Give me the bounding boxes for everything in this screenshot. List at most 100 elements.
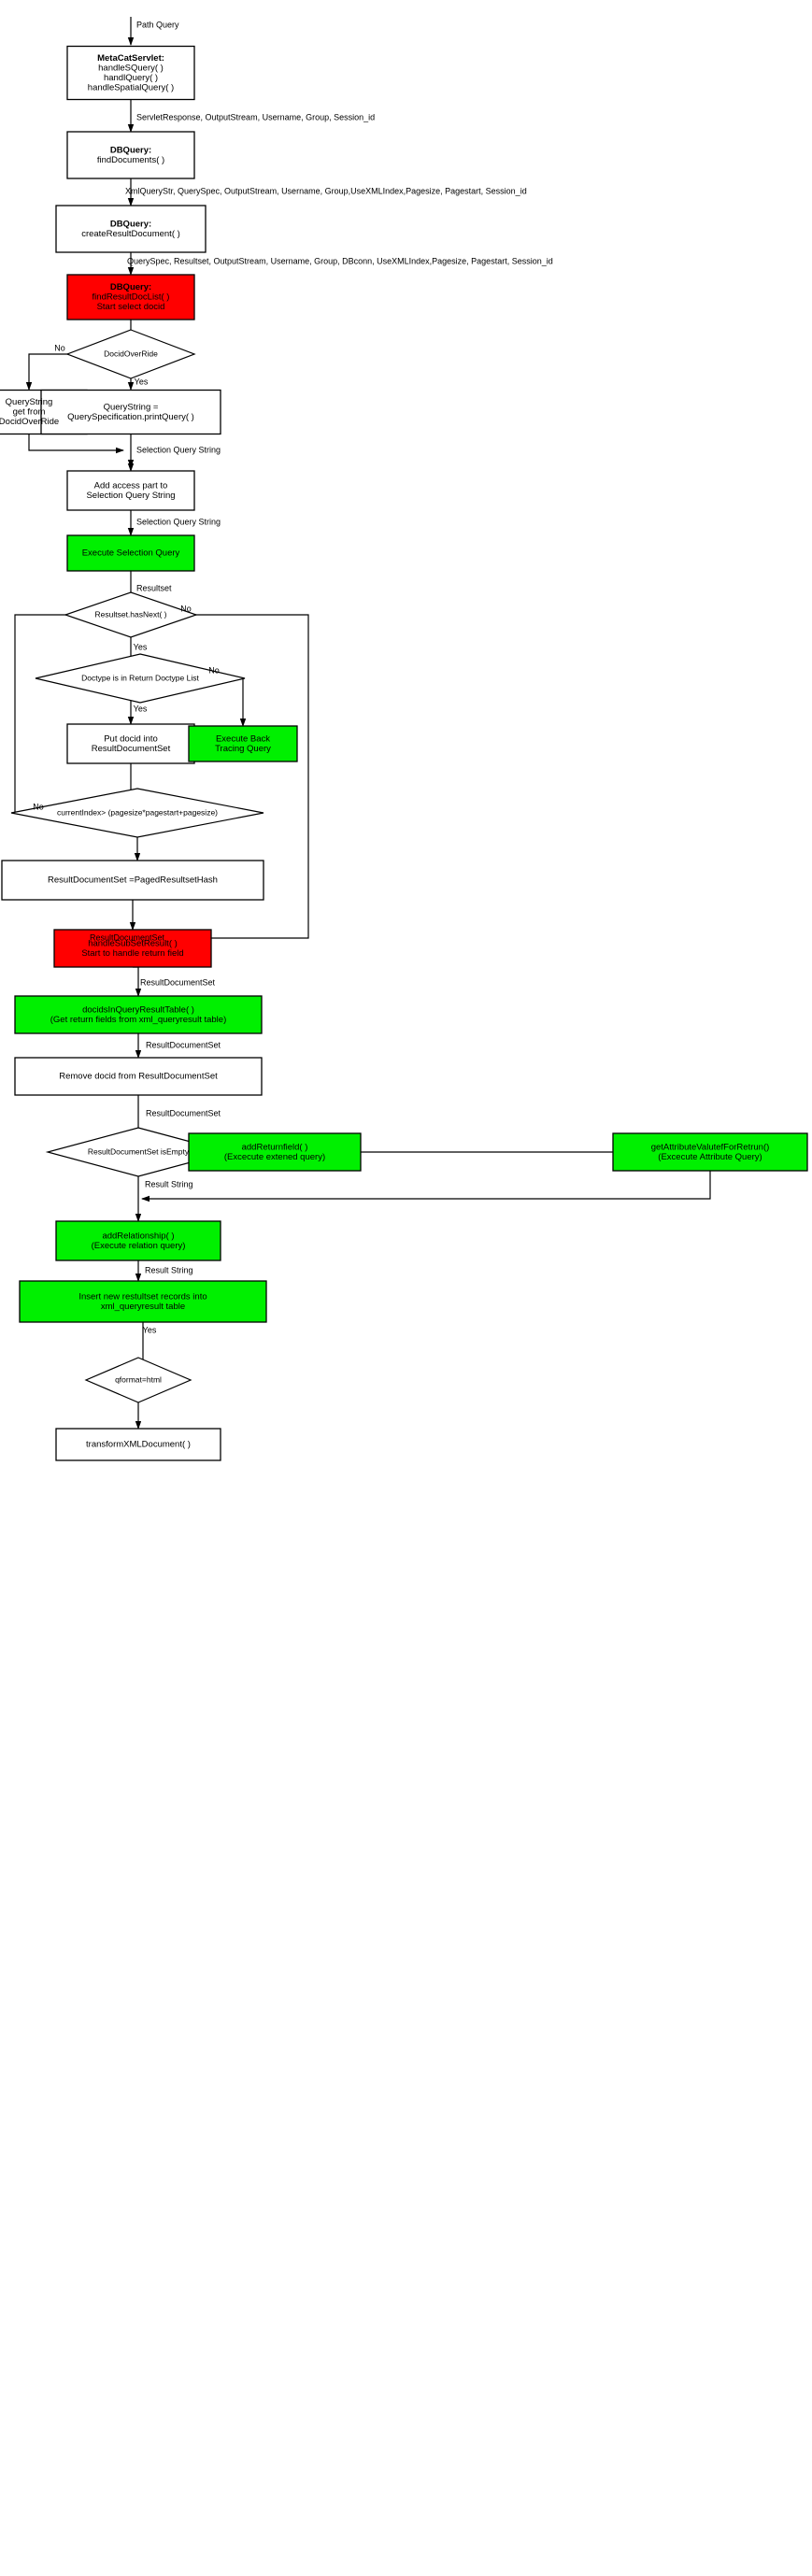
edge-label-result-string-2: Result String xyxy=(145,1265,193,1274)
node-executeSelectionQuery xyxy=(66,534,195,572)
node-label-transformXMLDocument: transformXMLDocument( ) xyxy=(86,1440,191,1450)
node-text-addReturnfield-1: (Excecute extened query) xyxy=(224,1152,325,1162)
edge-label-path-query: Path Query xyxy=(136,20,179,29)
node-text-currentIndexCheck-0: currentIndex> (pagesize*pagestart+pagesi… xyxy=(57,807,218,817)
node-text-queryStringFromOverRide-1: get from xyxy=(13,407,46,418)
node-label-doctypeInReturnList: Doctype is in Return Doctype List xyxy=(81,673,199,682)
node-text-findResultDocList-0: DBQuery: xyxy=(110,282,151,292)
node-qformatHtml xyxy=(84,1357,192,1403)
node-metacatservlet xyxy=(66,45,195,101)
edge-label-no-3: No xyxy=(208,665,220,675)
node-findDocuments xyxy=(66,131,195,179)
node-text-putDocidInSet-1: ResultDocumentSet xyxy=(92,744,171,754)
edge-label-resultset: Resultset xyxy=(136,583,172,592)
node-text-removeDocid-0: Remove docid from ResultDocumentSet xyxy=(59,1072,218,1082)
edge-label-yes-3: Yes xyxy=(134,704,148,713)
node-label-createResultDocument: DBQuery:createResultDocument( ) xyxy=(81,219,180,239)
edge-label-yes-4: Yes xyxy=(143,1325,157,1334)
edge-label-result-document-set-4: ResultDocumentSet xyxy=(146,1108,221,1117)
node-label-currentIndexCheck: currentIndex> (pagesize*pagestart+pagesi… xyxy=(57,807,218,817)
node-text-addReturnfield-0: addReturnfield( ) xyxy=(242,1142,308,1152)
node-text-queryStringPrintQuery-0: QueryString = xyxy=(104,402,159,412)
node-text-pagedResultsetHash-0: ResultDocumentSet =PagedResultsetHash xyxy=(48,875,218,886)
edge-label-yes-2: Yes xyxy=(134,642,148,651)
node-addAccessPart xyxy=(66,470,195,511)
edge-label-xml-query-str: XmlQueryStr, QuerySpec, OutputStream, Us… xyxy=(125,186,527,195)
node-text-metacatservlet-0: MetaCatServlet: xyxy=(97,53,164,64)
node-text-createResultDocument-1: createResultDocument( ) xyxy=(81,229,180,239)
node-text-resultDocumentSetIsEmpty-0: ResultDocumentSet isEmpty xyxy=(88,1146,190,1156)
node-resultsetHasNext xyxy=(64,591,198,638)
node-label-docidsInQueryResultTable: docidsInQueryResultTable( )(Get return f… xyxy=(50,1004,226,1025)
node-label-metacatservlet: MetaCatServlet:handleSQuery( )handlQuery… xyxy=(88,53,174,93)
node-label-layer: MetaCatServlet:handleSQuery( )handlQuery… xyxy=(0,53,769,1450)
node-text-insertNewResultset-0: Insert new restultset records into xyxy=(78,1291,207,1302)
node-createResultDocument xyxy=(55,205,207,253)
node-text-putDocidInSet-0: Put docid into xyxy=(104,733,158,744)
node-transformXMLDocument xyxy=(55,1428,221,1461)
node-text-docidOverRide-0: DocidOverRide xyxy=(104,349,158,358)
node-text-executeSelectionQuery-0: Execute Selection Query xyxy=(82,548,180,559)
node-text-queryStringFromOverRide-2: DocidOverRide xyxy=(0,417,59,427)
edge-label-no-2: No xyxy=(180,604,192,613)
node-label-removeDocid: Remove docid from ResultDocumentSet xyxy=(59,1072,218,1082)
node-addReturnfield xyxy=(188,1132,362,1172)
edge-label-layer: Path Query ServletResponse, OutputStream… xyxy=(33,20,552,1334)
node-doctypeInReturnList xyxy=(35,653,246,704)
node-docidsInQueryResultTable xyxy=(14,995,263,1034)
node-label-insertNewResultset: Insert new restultset records intoxml_qu… xyxy=(78,1291,207,1312)
edge-label-result-document-set-2: ResultDocumentSet xyxy=(140,977,216,987)
node-text-createResultDocument-0: DBQuery: xyxy=(110,219,151,229)
node-label-addRelationship: addRelationship( )(Execute relation quer… xyxy=(92,1231,186,1251)
edge-label-servlet-response: ServletResponse, OutputStream, Username,… xyxy=(136,112,375,121)
node-text-findResultDocList-2: Start select docid xyxy=(97,302,165,312)
node-text-insertNewResultset-1: xml_queryresult table xyxy=(101,1302,185,1312)
node-label-docidOverRide: DocidOverRide xyxy=(104,349,158,358)
node-docidOverRide xyxy=(65,329,196,379)
node-label-resultDocumentSetIsEmpty: ResultDocumentSet isEmpty xyxy=(88,1146,190,1156)
node-text-docidsInQueryResultTable-0: docidsInQueryResultTable( ) xyxy=(82,1004,194,1015)
node-removeDocid xyxy=(14,1057,263,1096)
node-text-metacatservlet-3: handleSpatialQuery( ) xyxy=(88,82,174,93)
node-pagedResultsetHash xyxy=(1,860,264,901)
node-text-doctypeInReturnList-0: Doctype is in Return Doctype List xyxy=(81,673,199,682)
node-queryStringPrintQuery xyxy=(40,389,221,435)
node-text-getAttributeValuetForRetrun-1: (Excecute Attribute Query) xyxy=(658,1152,762,1162)
edge-label-result-document-set-1: ResultDocumentSet xyxy=(90,932,165,942)
node-text-metacatservlet-2: handlQuery( ) xyxy=(104,73,158,83)
edge-querystring-join xyxy=(28,434,124,454)
node-text-handleSubSetResult-0: handleSubSetResult( ) xyxy=(88,938,178,948)
edge-label-no-4: No xyxy=(33,802,44,811)
node-label-handleSubSetResult: handleSubSetResult( )Start to handle ret… xyxy=(81,938,183,959)
node-text-addRelationship-0: addRelationship( ) xyxy=(102,1231,174,1241)
node-label-resultsetHasNext: Resultset.hasNext( ) xyxy=(95,609,167,619)
node-text-findDocuments-1: findDocuments( ) xyxy=(97,155,164,165)
node-text-metacatservlet-1: handleSQuery( ) xyxy=(98,63,164,73)
edge-label-no-1: No xyxy=(54,343,65,352)
node-text-executeBackTracingQuery-1: Tracing Query xyxy=(215,744,271,754)
node-text-queryStringPrintQuery-1: QuerySpecification.printQuery( ) xyxy=(67,412,194,422)
node-label-addReturnfield: addReturnfield( )(Excecute extened query… xyxy=(224,1142,325,1162)
node-label-findDocuments: DBQuery:findDocuments( ) xyxy=(97,145,164,165)
edge-label-query-spec: QuerySpec, Resultset, OutputStream, User… xyxy=(127,256,553,265)
node-currentIndexCheck xyxy=(10,788,264,838)
node-text-qformatHtml-0: qformat=html xyxy=(115,1374,162,1384)
node-getAttributeValuetForRetrun xyxy=(612,1132,808,1172)
node-label-executeSelectionQuery: Execute Selection Query xyxy=(82,548,180,559)
edge-label-selection-query-string-1: Selection Query String xyxy=(136,445,221,454)
node-text-findResultDocList-1: findResultDocList( ) xyxy=(93,292,170,303)
node-text-executeBackTracingQuery-0: Execute Back xyxy=(216,733,270,744)
node-handleSubSetResult xyxy=(53,929,212,968)
node-label-pagedResultsetHash: ResultDocumentSet =PagedResultsetHash xyxy=(48,875,218,886)
node-text-queryStringFromOverRide-0: QueryString xyxy=(6,397,53,407)
node-findResultDocList xyxy=(66,274,195,320)
edge-label-result-string-1: Result String xyxy=(145,1179,193,1188)
node-text-addAccessPart-0: Add access part to xyxy=(94,480,168,491)
node-text-addRelationship-1: (Execute relation query) xyxy=(92,1241,186,1251)
edge-label-selection-query-string-2: Selection Query String xyxy=(136,517,221,526)
node-layer xyxy=(0,45,808,1461)
